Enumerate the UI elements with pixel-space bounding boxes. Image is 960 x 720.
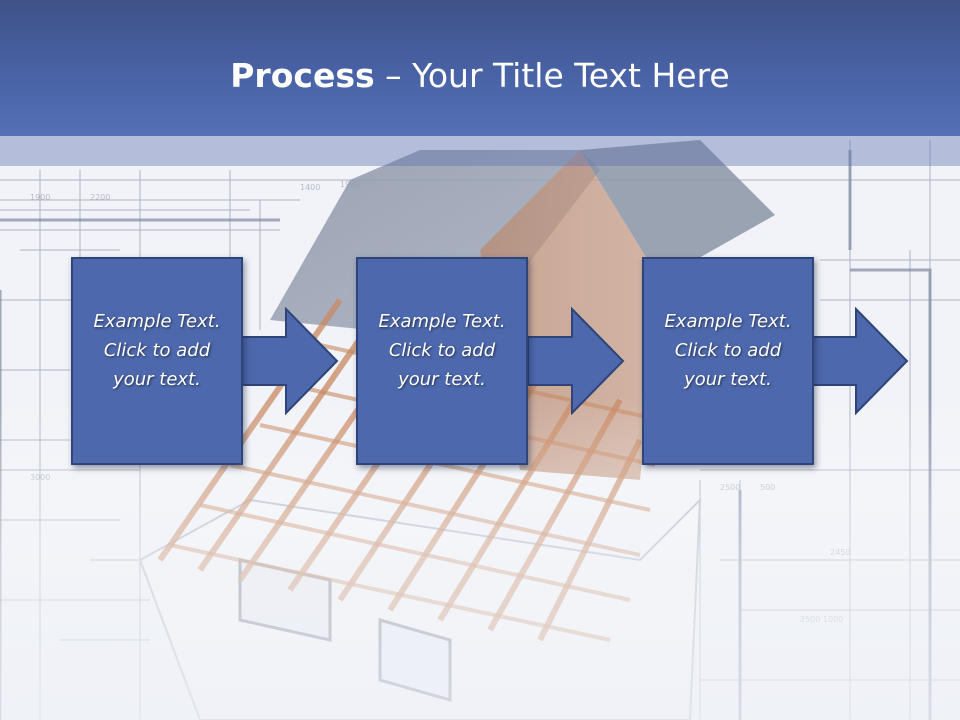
step-2-arrow-icon	[528, 307, 625, 415]
step-2-text: Example Text. Click to add your text.	[378, 310, 506, 390]
step-1-arrow-icon	[242, 307, 339, 415]
title-bold: Process	[230, 56, 375, 95]
title-rest: – Your Title Text Here	[374, 56, 730, 95]
step-3-arrow-icon	[812, 307, 909, 415]
process-step-3[interactable]: Example Text. Click to add your text.	[642, 257, 814, 465]
process-step-1[interactable]: Example Text. Click to add your text.	[71, 257, 243, 465]
slide-title[interactable]: Process – Your Title Text Here	[0, 56, 960, 96]
title-bar	[0, 0, 960, 136]
title-strip	[0, 136, 960, 166]
step-3-text: Example Text. Click to add your text.	[664, 310, 792, 390]
step-1-text: Example Text. Click to add your text.	[93, 310, 221, 390]
process-step-2[interactable]: Example Text. Click to add your text.	[356, 257, 528, 465]
